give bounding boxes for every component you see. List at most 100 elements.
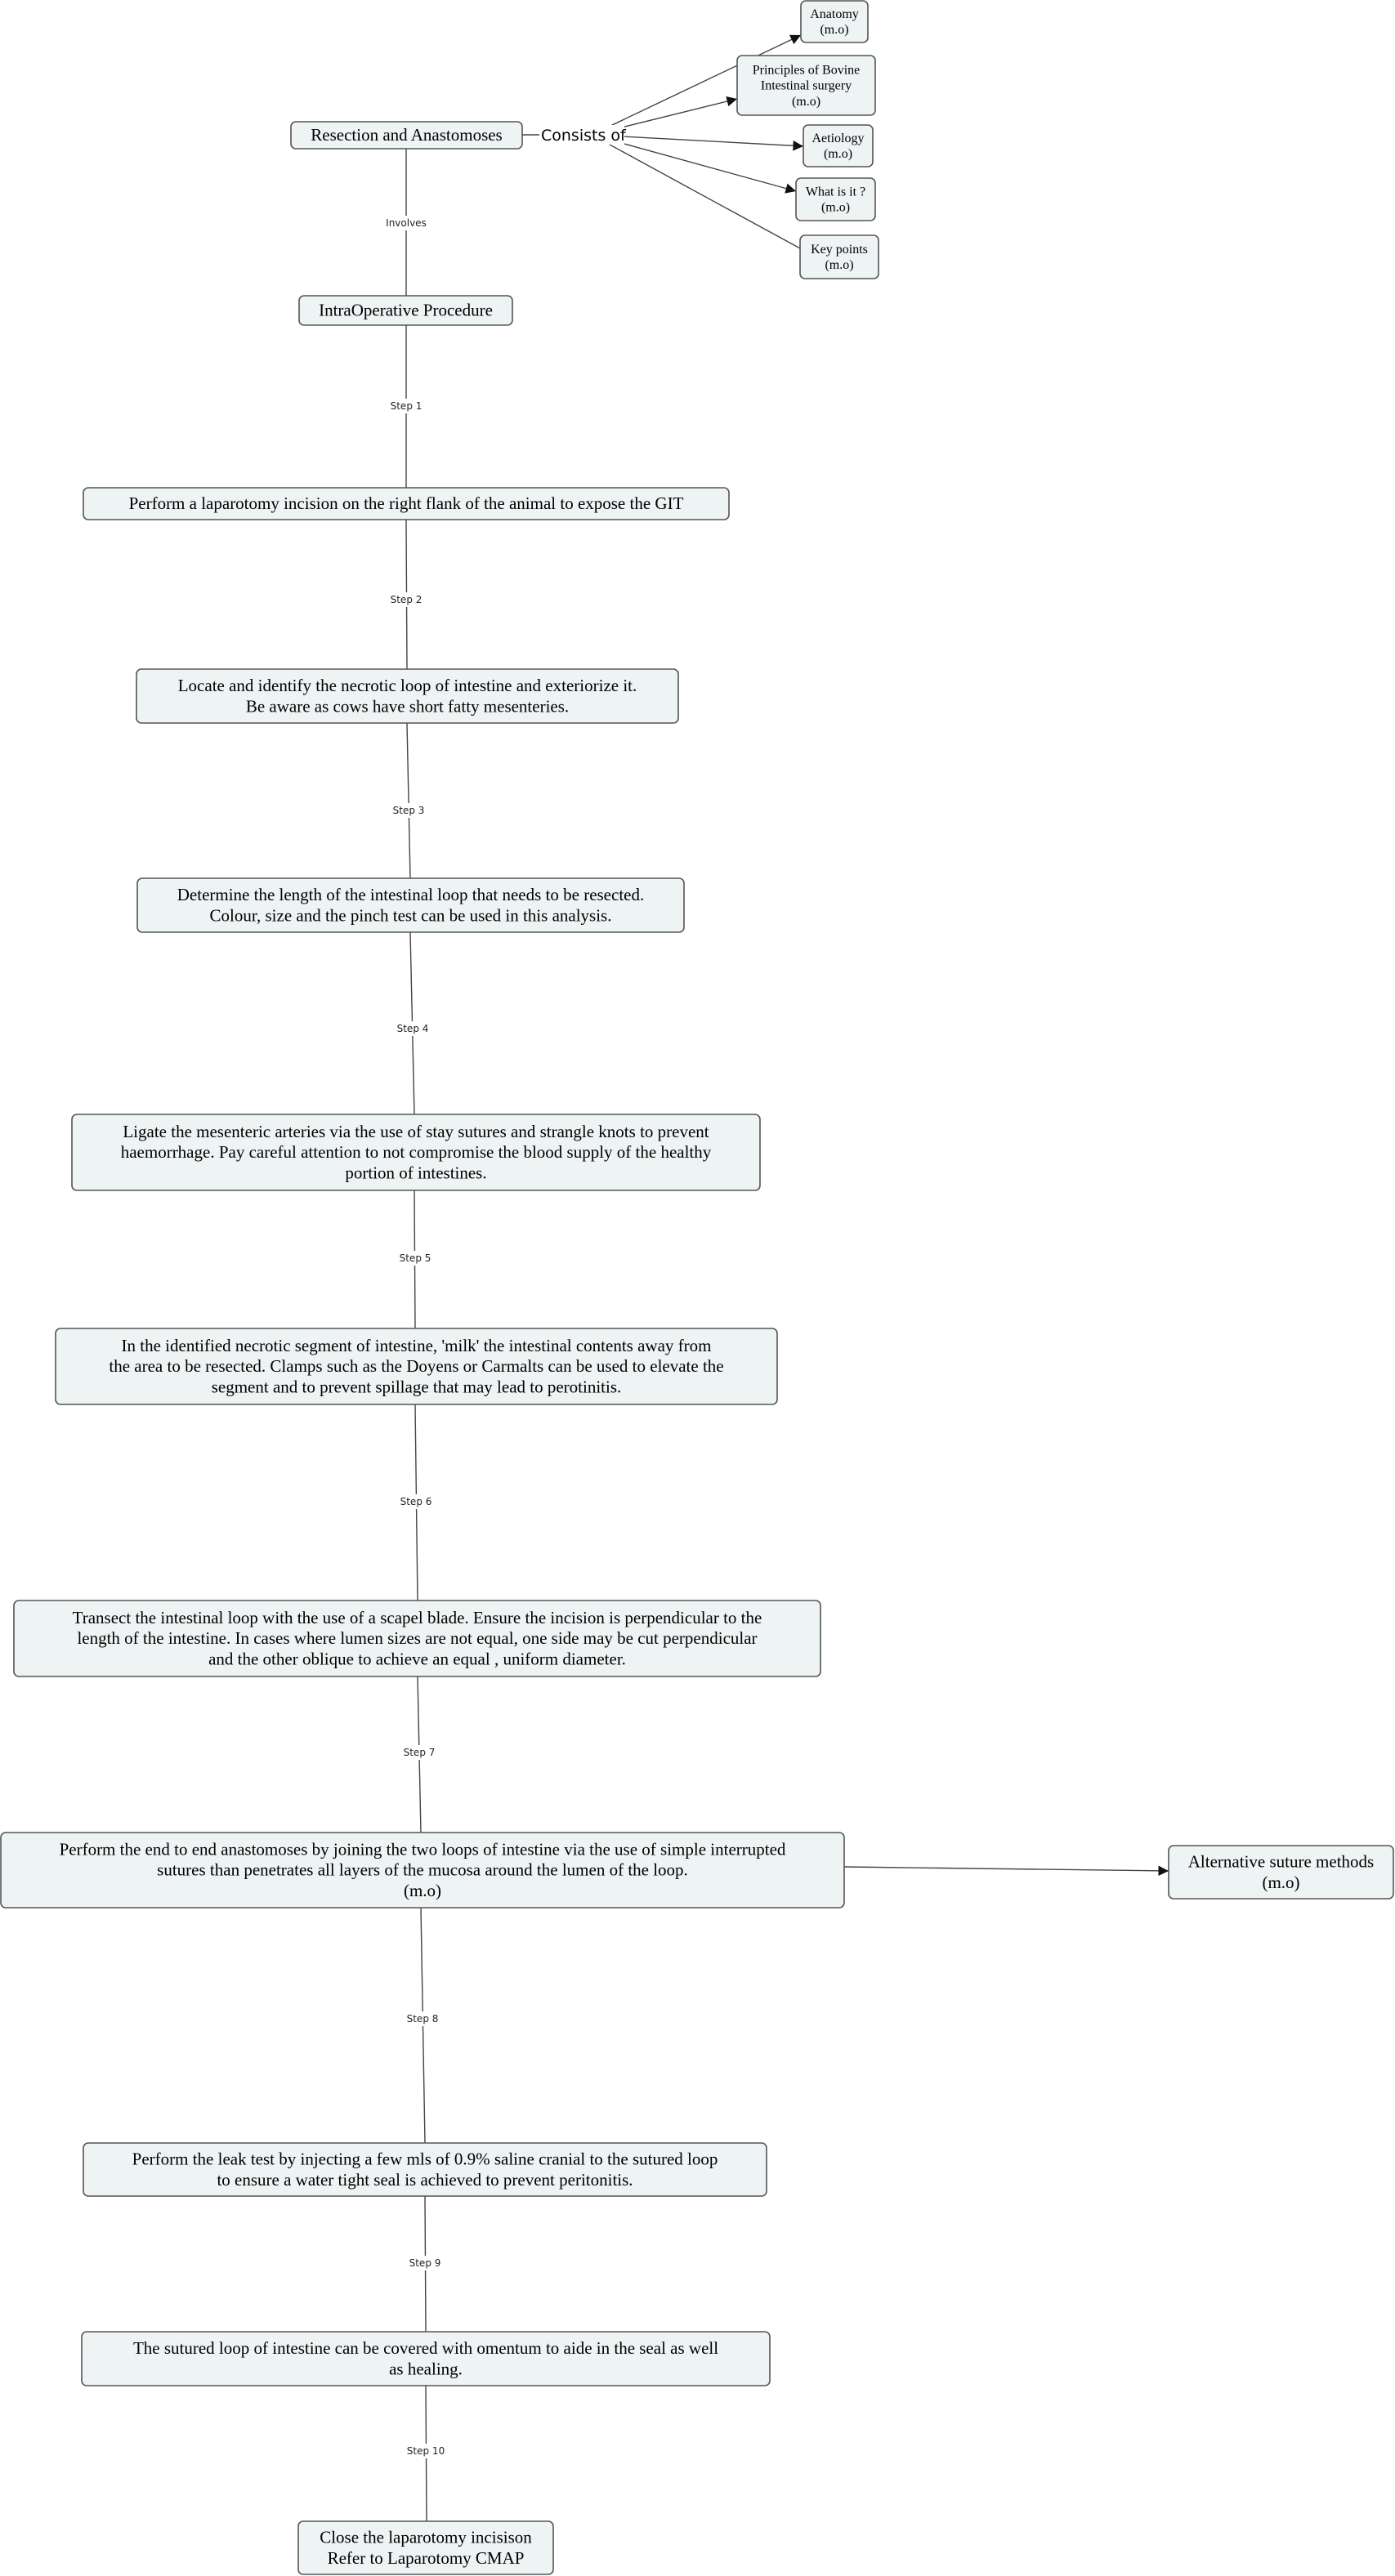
node-box xyxy=(297,2520,554,2575)
edge-label-background xyxy=(389,803,428,818)
node-box xyxy=(71,1114,761,1191)
edge-label-background xyxy=(387,592,426,607)
node-label: Resection and Anastomoses xyxy=(311,125,502,145)
node-label-line: and the other oblique to achieve an equa… xyxy=(208,1649,626,1668)
edge-label-step1: Step 1 xyxy=(391,400,423,412)
node-label: IntraOperative Procedure xyxy=(319,301,493,320)
node-label-line: In the identified necrotic segment of in… xyxy=(122,1336,712,1355)
node-label-line: (m.o) xyxy=(1262,1873,1299,1892)
node-label-line: to ensure a water tight seal is achieved… xyxy=(217,2170,633,2190)
linking-phrase-consists-of: Consists of xyxy=(541,127,627,145)
node-label-line: Ligate the mesenteric arteries via the u… xyxy=(123,1122,709,1141)
edge-resection-anatomy xyxy=(591,34,802,136)
node-label: Ligate the mesenteric arteries via the u… xyxy=(121,1122,712,1182)
node-resection[interactable]: Resection and Anastomoses xyxy=(290,121,523,150)
node-label: Aetiology (m.o) xyxy=(812,132,865,161)
edge-label-background xyxy=(400,1745,439,1760)
node-label-line: Aetiology xyxy=(812,132,865,145)
node-step7[interactable]: Perform the end to end anastomoses by jo… xyxy=(0,1832,845,1909)
edge-label-background xyxy=(403,2011,442,2026)
node-label-line: Colour, size and the pinch test can be u… xyxy=(210,905,612,925)
node-box xyxy=(1168,1845,1394,1900)
node-label-line: Principles of Bovine xyxy=(753,63,861,77)
node-box xyxy=(13,1600,821,1677)
node-step6[interactable]: Transect the intestinal loop with the us… xyxy=(13,1600,821,1677)
node-label-line: (m.o) xyxy=(820,23,848,37)
node-intraop[interactable]: IntraOperative Procedure xyxy=(298,295,513,326)
edge-label-background xyxy=(387,399,426,413)
node-label-line: Be aware as cows have short fatty mesent… xyxy=(246,696,569,716)
edge-step7-alternative xyxy=(843,1865,1169,1877)
node-label: What is it ? (m.o) xyxy=(806,185,865,215)
node-label: Perform the leak test by injecting a few… xyxy=(132,2150,718,2190)
node-label-line: Close the laparotomy incisison xyxy=(320,2528,532,2547)
edge-label-background xyxy=(405,2256,445,2270)
edge-label-background xyxy=(403,2444,449,2458)
node-step9[interactable]: The sutured loop of intestine can be cov… xyxy=(81,2331,771,2386)
node-box xyxy=(136,877,685,933)
node-label-line: (m.o) xyxy=(404,1881,441,1900)
edge-label-step10: Step 10 xyxy=(407,2445,445,2457)
node-label: Perform the end to end anastomoses by jo… xyxy=(60,1840,786,1900)
node-step4[interactable]: Ligate the mesenteric arteries via the u… xyxy=(71,1114,761,1191)
edge-label-step2: Step 2 xyxy=(391,594,423,605)
node-what-is-it[interactable]: What is it ? (m.o) xyxy=(795,177,876,221)
node-anatomy[interactable]: Anatomy (m.o) xyxy=(800,0,869,43)
edge-label-step7: Step 7 xyxy=(404,1747,436,1758)
node-box xyxy=(800,0,869,43)
node-label-line: Perform the end to end anastomoses by jo… xyxy=(60,1840,786,1859)
edge-label-involves: Involves xyxy=(386,217,427,229)
edge-label-step5: Step 5 xyxy=(400,1252,431,1264)
node-label-line: (m.o) xyxy=(824,147,852,161)
edge-label-step8: Step 8 xyxy=(407,2013,439,2025)
edge-label-step9: Step 9 xyxy=(409,2257,441,2269)
node-label-line: as healing. xyxy=(389,2359,463,2378)
node-box xyxy=(83,487,730,520)
node-label: Anatomy (m.o) xyxy=(810,7,859,37)
node-box xyxy=(803,124,874,167)
node-label: Determine the length of the intestinal l… xyxy=(177,885,644,925)
node-box xyxy=(81,2331,771,2386)
node-step1[interactable]: Perform a laparotomy incision on the rig… xyxy=(83,487,730,520)
node-key-points[interactable]: Key points(m.o) xyxy=(799,234,879,279)
node-box xyxy=(736,55,876,116)
node-label-line: Resection and Anastomoses xyxy=(311,125,502,145)
edge-resection-what-is-it xyxy=(591,134,797,194)
node-label-line: Alternative suture methods xyxy=(1188,1852,1374,1872)
node-label-line: (m.o) xyxy=(821,201,850,215)
edge-label-background xyxy=(396,1251,435,1266)
node-aetiology[interactable]: Aetiology (m.o) xyxy=(803,124,874,167)
node-label: Locate and identify the necrotic loop of… xyxy=(178,676,637,716)
node-label: Perform a laparotomy incision on the rig… xyxy=(129,493,684,513)
node-step8[interactable]: Perform the leak test by injecting a few… xyxy=(83,2142,767,2197)
edge-label-step4: Step 4 xyxy=(397,1023,429,1034)
edge-step3 xyxy=(406,722,411,879)
edge-label-background xyxy=(396,1494,436,1509)
node-step3[interactable]: Determine the length of the intestinal l… xyxy=(136,877,685,933)
node-label-line: sutures than penetrates all layers of th… xyxy=(157,1860,688,1880)
node-step5[interactable]: In the identified necrotic segment of in… xyxy=(55,1328,778,1405)
node-label-line: Perform the leak test by injecting a few… xyxy=(132,2150,718,2169)
node-label: The sutured loop of intestine can be cov… xyxy=(133,2338,718,2378)
node-step2[interactable]: Locate and identify the necrotic loop of… xyxy=(136,668,679,724)
edge-resection-key-points xyxy=(591,134,801,249)
node-label-line: Key points xyxy=(811,243,868,257)
node-box xyxy=(290,121,523,150)
node-label-line: portion of intestines. xyxy=(345,1163,486,1182)
node-alternative[interactable]: Alternative suture methods(m.o) xyxy=(1168,1845,1394,1900)
node-label-line: What is it ? xyxy=(806,185,865,199)
node-label: Alternative suture methods(m.o) xyxy=(1188,1852,1374,1892)
node-label-line: Anatomy xyxy=(810,7,859,21)
node-box xyxy=(799,234,879,279)
consists-of-background xyxy=(539,125,624,145)
node-box xyxy=(55,1328,778,1405)
node-box xyxy=(298,295,513,326)
node-label-line: segment and to prevent spillage that may… xyxy=(212,1377,622,1396)
node-box xyxy=(83,2142,767,2197)
node-box xyxy=(795,177,876,221)
